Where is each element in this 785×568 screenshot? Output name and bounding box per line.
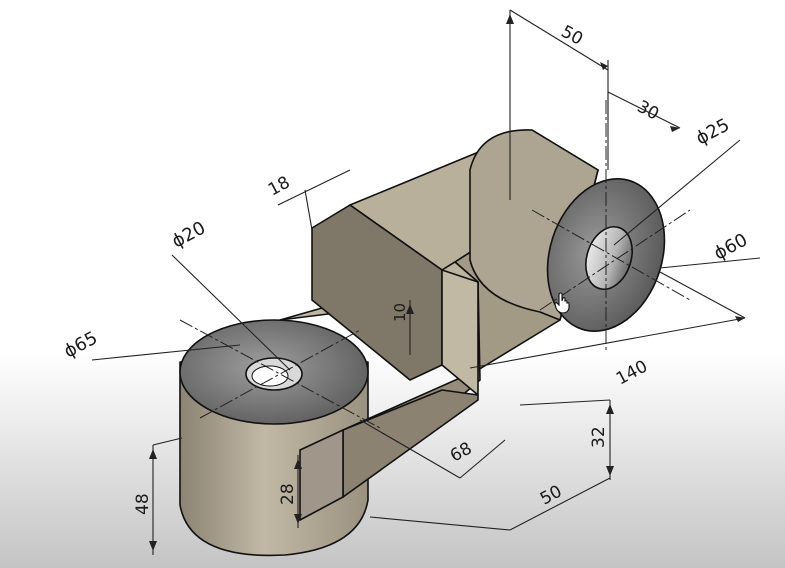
dim-web-height: 10 (391, 303, 409, 322)
dim-base-height: 32 (589, 426, 609, 448)
part-body (179, 129, 666, 557)
dim-left-cyl-height: 48 (133, 493, 153, 515)
slot-side (299, 429, 344, 521)
right-hole (585, 226, 633, 290)
dimension-lines (91, 9, 761, 555)
center-lines (179, 100, 691, 429)
dimension-arrows (149, 14, 745, 551)
hand-pointer-icon (554, 292, 570, 314)
dim-slot-height: 28 (278, 483, 298, 505)
left-hole-inner (251, 365, 289, 387)
